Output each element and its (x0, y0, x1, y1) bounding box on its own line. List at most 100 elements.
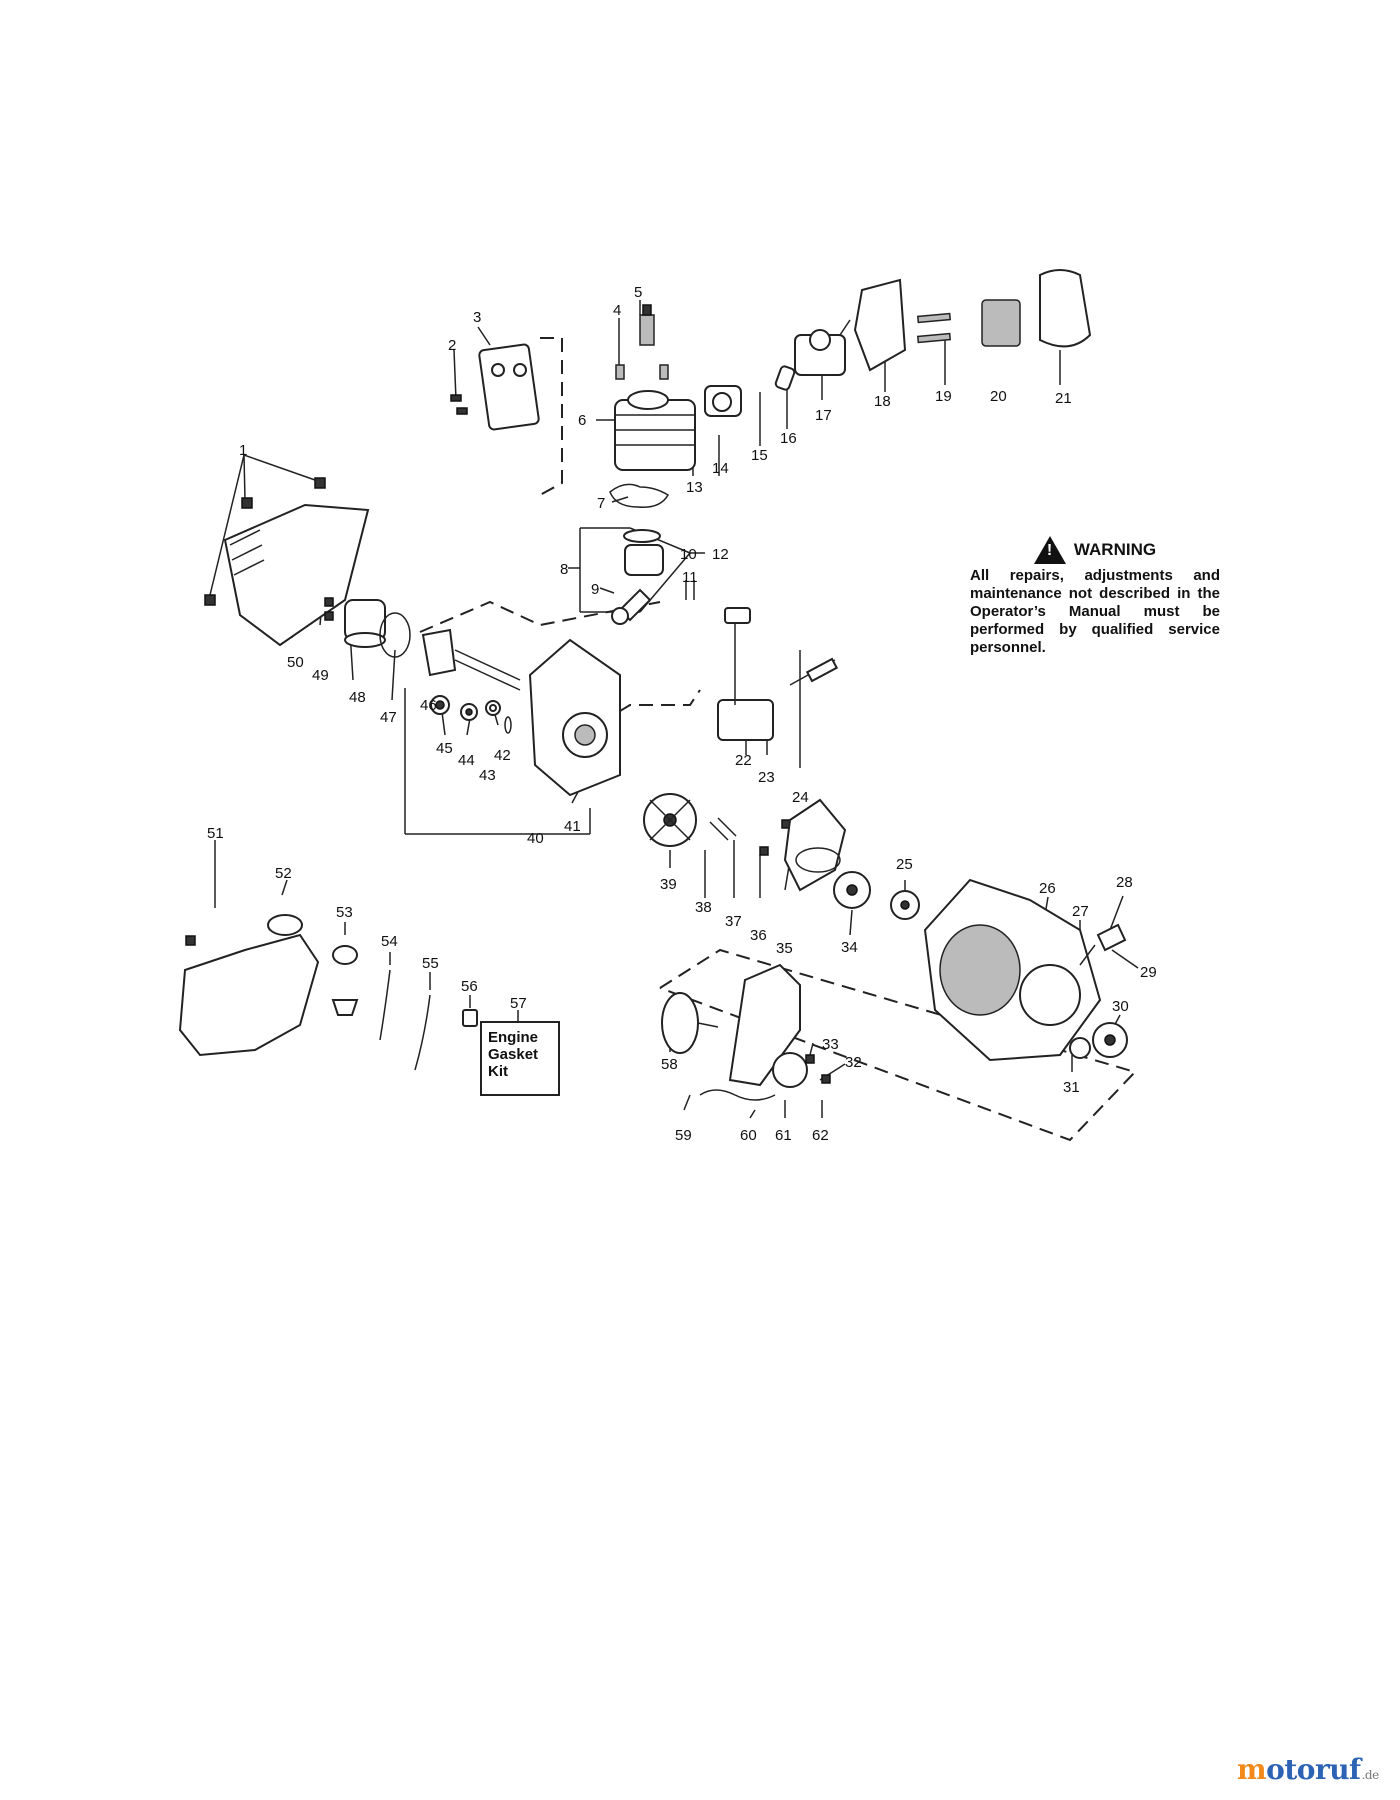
part-label-18: 18 (874, 393, 891, 410)
screws-2 (450, 394, 468, 415)
part-label-24: 24 (792, 789, 809, 806)
part-label-29: 29 (1140, 964, 1157, 981)
part-label-21: 21 (1055, 390, 1072, 407)
flywheel-part (643, 793, 697, 847)
engine-shroud-part (223, 503, 370, 647)
part-label-14: 14 (712, 460, 729, 477)
gasket-7-part (609, 483, 670, 508)
part-label-49: 49 (312, 667, 329, 684)
carburetor-part (794, 319, 851, 376)
part-label-34: 34 (841, 939, 858, 956)
shroud-grille (229, 529, 265, 576)
part-label-48: 48 (349, 689, 366, 706)
fan-housing-part (783, 798, 847, 892)
part-label-20: 20 (990, 388, 1007, 405)
part-label-57: 57 (510, 995, 527, 1012)
part-label-11: 11 (682, 569, 698, 586)
part-label-28: 28 (1116, 874, 1133, 891)
part-label-7: 7 (597, 495, 605, 512)
part-label-5: 5 (634, 284, 642, 301)
part-label-62: 62 (812, 1127, 829, 1144)
screw-4b (659, 364, 669, 380)
part-label-55: 55 (422, 955, 439, 972)
part-label-32: 32 (845, 1054, 862, 1071)
part-label-22: 22 (735, 752, 752, 769)
shaft-part-37 (709, 817, 737, 841)
part-label-25: 25 (896, 856, 913, 873)
part-label-61: 61 (775, 1127, 792, 1144)
warning-triangle-icon: ! (1033, 536, 1066, 564)
part-label-12: 12 (712, 546, 729, 563)
part-label-54: 54 (381, 933, 398, 950)
kit-line-1: Engine (488, 1029, 539, 1046)
washer-25-part (890, 890, 920, 920)
air-filter-base-part (853, 278, 907, 372)
part-label-6: 6 (578, 412, 586, 429)
part-label-40: 40 (527, 830, 544, 847)
cylinder-part (614, 390, 696, 471)
air-filter-part (981, 299, 1021, 347)
screws-1 (204, 477, 326, 606)
warning-text: All repairs, adjustments and maintenance… (970, 567, 1220, 656)
part-label-9: 9 (591, 581, 599, 598)
engine-gasket-kit-box: Engine Gasket Kit (480, 1021, 560, 1096)
part-label-38: 38 (695, 899, 712, 916)
part-label-4: 4 (613, 302, 621, 319)
part-label-31: 31 (1063, 1079, 1080, 1096)
part-label-58: 58 (661, 1056, 678, 1073)
part-label-1: 1 (239, 442, 247, 459)
part-label-52: 52 (275, 865, 292, 882)
part-label-41: 41 (564, 818, 581, 835)
warning-notice: ! WARNING All repairs, adjustments and m… (970, 536, 1220, 657)
part-label-27: 27 (1072, 903, 1089, 920)
intake-part-14 (704, 385, 742, 417)
fuel-tank-part (178, 933, 320, 1057)
clutch-drum-part (661, 992, 719, 1054)
part-label-47: 47 (380, 709, 397, 726)
watermark-m: m (1237, 1753, 1267, 1786)
part-label-13: 13 (686, 479, 703, 496)
starter-housing-part (923, 878, 1102, 1062)
part-label-39: 39 (660, 876, 677, 893)
grommet-56 (462, 1009, 478, 1027)
ignition-module-part (717, 607, 774, 741)
part-labels: 1 2 3 4 5 6 7 8 9 10 11 12 13 14 15 16 1… (207, 284, 1157, 1144)
screws-49 (324, 597, 334, 621)
part-label-35: 35 (776, 940, 793, 957)
screw-4 (615, 364, 625, 380)
intake-adapter-part (344, 599, 386, 648)
screws-19 (916, 312, 952, 344)
part-label-16: 16 (780, 430, 797, 447)
part-label-23: 23 (758, 769, 775, 786)
part-label-45: 45 (436, 740, 453, 757)
throttle-cable-part (699, 1089, 776, 1101)
o-ring-47 (379, 612, 411, 658)
watermark-rest: toruf (1284, 1753, 1361, 1786)
spark-wire-part (789, 657, 839, 686)
part-label-19: 19 (935, 388, 952, 405)
fuel-filter-part (331, 999, 359, 1016)
part-label-3: 3 (473, 309, 481, 326)
dashed-group-lines (419, 337, 1137, 1142)
bearings-seals (430, 695, 512, 734)
screw-51 (185, 935, 196, 946)
warning-title: WARNING (1073, 540, 1157, 559)
watermark-suffix: .de (1361, 1768, 1380, 1782)
part-label-10: 10 (680, 546, 697, 563)
spark-plug-part (639, 304, 655, 346)
crankcase-part (528, 638, 621, 797)
part-label-59: 59 (675, 1127, 692, 1144)
pulley-34-part (833, 871, 871, 909)
muffler-cover-part (478, 343, 540, 431)
part-shapes (178, 269, 1128, 1101)
part-label-37: 37 (725, 913, 742, 930)
starter-pawl-part (1092, 1022, 1128, 1058)
piston-assembly-part (611, 529, 664, 625)
part-label-36: 36 (750, 927, 767, 944)
fuel-cap-part (267, 914, 303, 936)
fuel-filter-53 (332, 945, 358, 965)
part-label-43: 43 (479, 767, 496, 784)
part-label-42: 42 (494, 747, 511, 764)
part-label-26: 26 (1039, 880, 1056, 897)
